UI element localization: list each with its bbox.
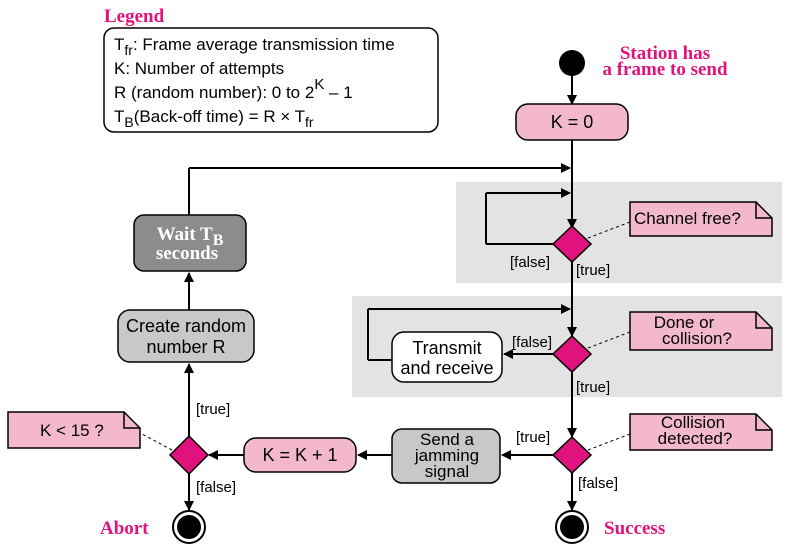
start-label-line1: Station has (620, 43, 710, 64)
note-collision-detected (629, 413, 773, 451)
wait-label-line1: Wait TB (157, 224, 224, 249)
legend-box (103, 27, 439, 133)
note-link-klimit (141, 433, 173, 451)
jam-label-line1: Send a (420, 430, 474, 449)
random-label-line2: number R (146, 337, 225, 357)
wait-label-line2: seconds (156, 243, 218, 264)
legend-line-backoff: TB(Back-off time) = R × Tfr (114, 107, 314, 130)
abort-node-core (177, 515, 201, 539)
jam-label-line2: jamming (414, 446, 479, 465)
transmit-label-line1: Transmit (412, 338, 481, 358)
abort-label: Abort (100, 518, 149, 539)
label-false-collision: [false] (578, 475, 618, 492)
note-klimit-fold (123, 412, 140, 429)
success-label: Success (604, 518, 665, 539)
note-done-text-line2: collision? (662, 329, 732, 348)
legend-line-random: R (random number): 0 to 2K – 1 (114, 76, 353, 102)
label-false-done: [false] (512, 334, 552, 351)
transmit-box (391, 331, 503, 383)
collision-detected-decision (551, 435, 593, 475)
note-done-fold (755, 312, 772, 329)
k-increment-label: K = K + 1 (262, 445, 337, 465)
note-collision-text-line2: detected? (658, 429, 733, 448)
legend-line-attempts: K: Number of attempts (114, 59, 284, 78)
k-zero-label: K = 0 (551, 112, 594, 132)
jam-label-line3: signal (425, 462, 469, 481)
legend-title: Legend (104, 6, 165, 27)
note-k-limit-text: K < 15 ? (40, 421, 104, 440)
label-false-klimit: [false] (196, 479, 236, 496)
note-collision-text-line1: Collision (661, 413, 725, 432)
label-true-collision: [true] (516, 429, 550, 446)
label-true-channel: [true] (576, 262, 610, 279)
note-channel-fold (755, 202, 772, 219)
note-k-limit (7, 411, 141, 449)
transmit-label-line2: and receive (400, 358, 493, 378)
legend-line-frame-time: Tfr: Frame average transmission time (114, 35, 395, 58)
start-node (559, 50, 585, 76)
label-false-channel: [false] (510, 254, 550, 271)
label-true-done: [true] (576, 379, 610, 396)
note-channel-free-text: Channel free? (634, 209, 741, 228)
note-link-done (587, 331, 631, 349)
success-node-core (560, 515, 584, 539)
start-label-line2: a frame to send (602, 59, 727, 80)
random-label-line1: Create random (126, 316, 246, 336)
random-box (117, 309, 255, 363)
note-link-collision (587, 433, 631, 451)
note-done-text-line1: Done or (654, 313, 715, 332)
k-limit-decision (168, 434, 210, 476)
note-collision-fold (755, 414, 772, 431)
note-link-channel (587, 221, 631, 239)
label-true-klimit: [true] (196, 401, 230, 418)
note-done-collision (629, 311, 773, 351)
note-channel-free (629, 201, 773, 237)
